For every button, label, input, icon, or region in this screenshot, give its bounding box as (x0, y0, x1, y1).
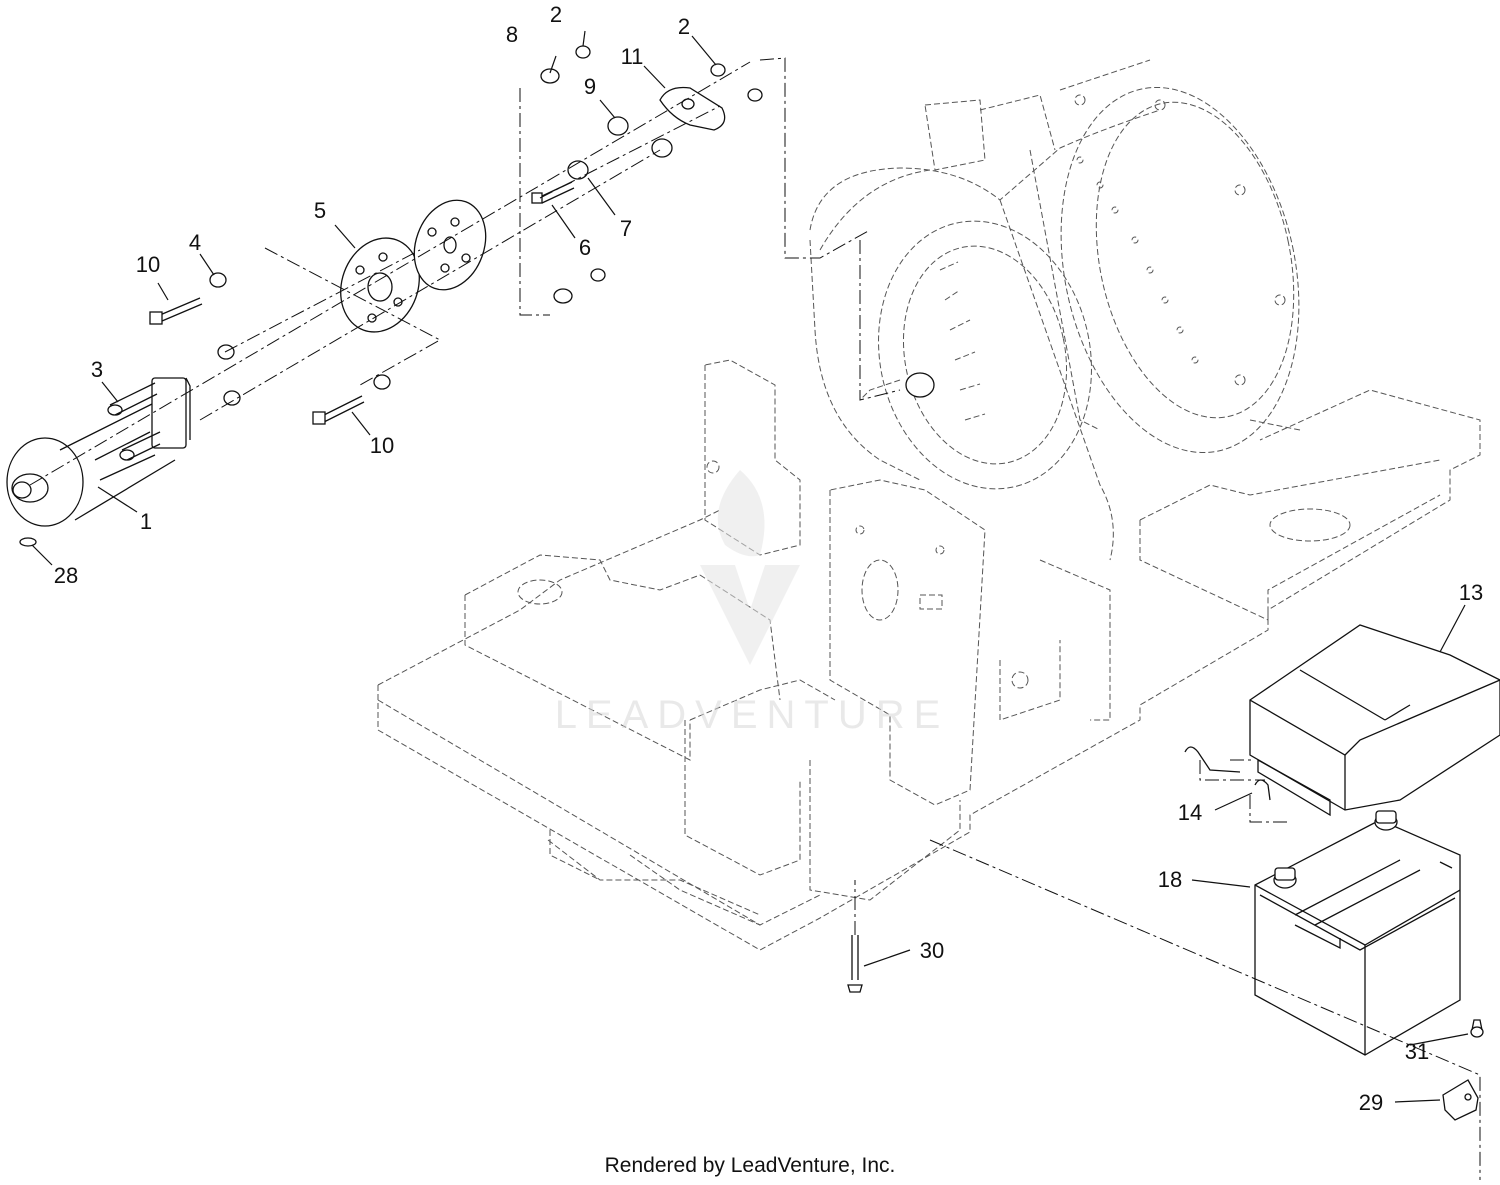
callout-label: 28 (54, 563, 78, 588)
callout-label: 2 (550, 2, 562, 27)
hold-down-hardware (847, 839, 1484, 1180)
callout-label: 13 (1459, 580, 1483, 605)
callout-label: 29 (1359, 1090, 1383, 1115)
leadventure-watermark: LEADVENTURE (555, 470, 950, 737)
callout-label: 14 (1178, 800, 1202, 825)
clips (1184, 746, 1290, 823)
leader-lines (31, 30, 1469, 1103)
callout-label: 2 (678, 14, 690, 39)
engine (809, 59, 1301, 561)
battery-cover (1249, 624, 1500, 817)
drive-shaft-assembly (6, 45, 901, 547)
callout-label: 3 (91, 357, 103, 382)
callout-label: 30 (920, 938, 944, 963)
callout-label: 10 (136, 252, 160, 277)
callout-label: 11 (621, 44, 644, 69)
callout-label: 1 (140, 509, 152, 534)
callout-label: 6 (579, 235, 591, 260)
callout-label: 10 (370, 433, 394, 458)
watermark-text: LEADVENTURE (555, 693, 950, 737)
callout-label: 5 (314, 198, 326, 223)
callout-label: 9 (584, 74, 596, 99)
footer-credit: Rendered by LeadVenture, Inc. (605, 1154, 896, 1177)
callout-label: 4 (189, 230, 201, 255)
callout-labels: 2 8 2 11 9 5 7 6 4 10 3 10 1 28 13 14 18… (54, 2, 1483, 1115)
callout-label: 18 (1158, 867, 1182, 892)
callout-label: 7 (620, 216, 632, 241)
callout-label: 8 (506, 22, 518, 47)
callout-label: 31 (1405, 1039, 1429, 1064)
battery (1254, 810, 1461, 1056)
